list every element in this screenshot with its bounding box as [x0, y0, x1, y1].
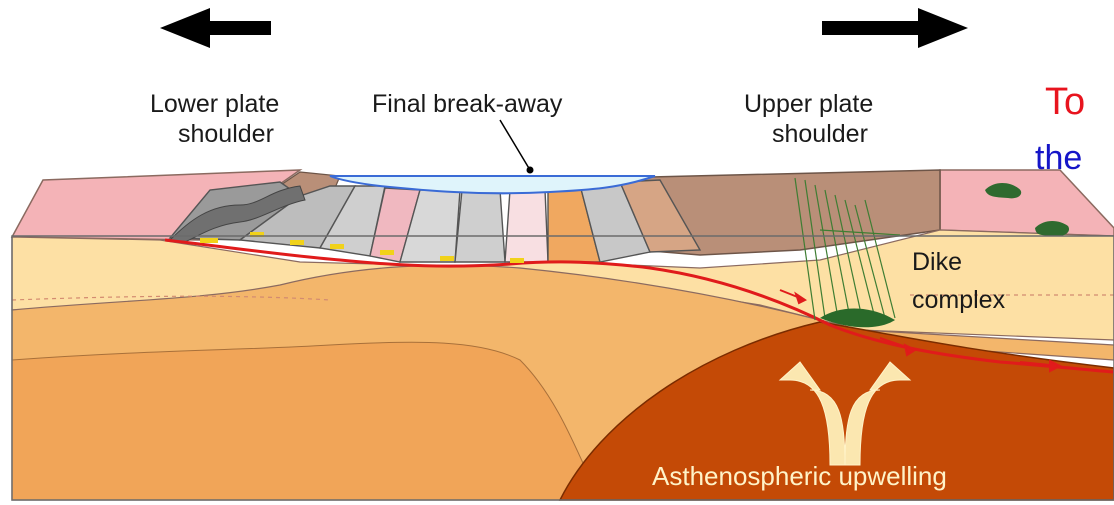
the-label: the — [1035, 140, 1082, 176]
lower-crust-layer — [12, 342, 600, 500]
arrow-right-icon — [822, 8, 968, 48]
final-breakaway-label: Final break-away — [372, 90, 562, 119]
asthenosphere-label: Asthenospheric upwelling — [652, 462, 947, 491]
upper-plate-label-line2: shoulder — [772, 120, 868, 149]
lower-plate-label-line1: Lower plate — [150, 90, 279, 119]
lower-plate-label-line2: shoulder — [178, 120, 274, 149]
arrow-left-icon — [160, 8, 271, 48]
upper-plate-label-line1: Upper plate — [744, 90, 873, 119]
dike-label-line1: Dike — [912, 248, 962, 277]
to-label: To — [1045, 82, 1085, 122]
final-breakaway-leader — [500, 120, 530, 170]
upper-plate-shoulder-surface — [940, 170, 1114, 236]
dike-label-line2: complex — [912, 286, 1005, 315]
